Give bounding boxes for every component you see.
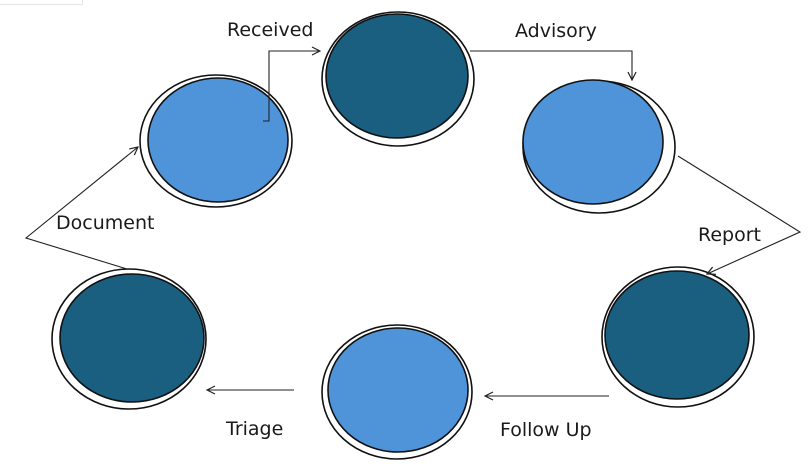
cycle-node-right-upper [522, 79, 676, 214]
cycle-node-right-lower [601, 266, 755, 408]
connector-report [677, 155, 802, 274]
label-received: Received [227, 19, 313, 41]
label-document: Document [56, 212, 154, 234]
cycle-node-bottom-center [321, 324, 473, 460]
corner-frame-mark [0, 0, 83, 5]
connector-document [24, 147, 138, 270]
connector-advisory [470, 50, 632, 80]
cycle-node-top-center [321, 11, 475, 147]
cycle-node-bottom-left [51, 268, 207, 410]
label-follow-up: Follow Up [500, 419, 592, 441]
label-advisory: Advisory [515, 20, 597, 42]
cycle-node-top-left [139, 74, 293, 208]
label-report: Report [698, 224, 761, 246]
label-triage: Triage [225, 418, 283, 440]
connector-received [263, 51, 320, 122]
